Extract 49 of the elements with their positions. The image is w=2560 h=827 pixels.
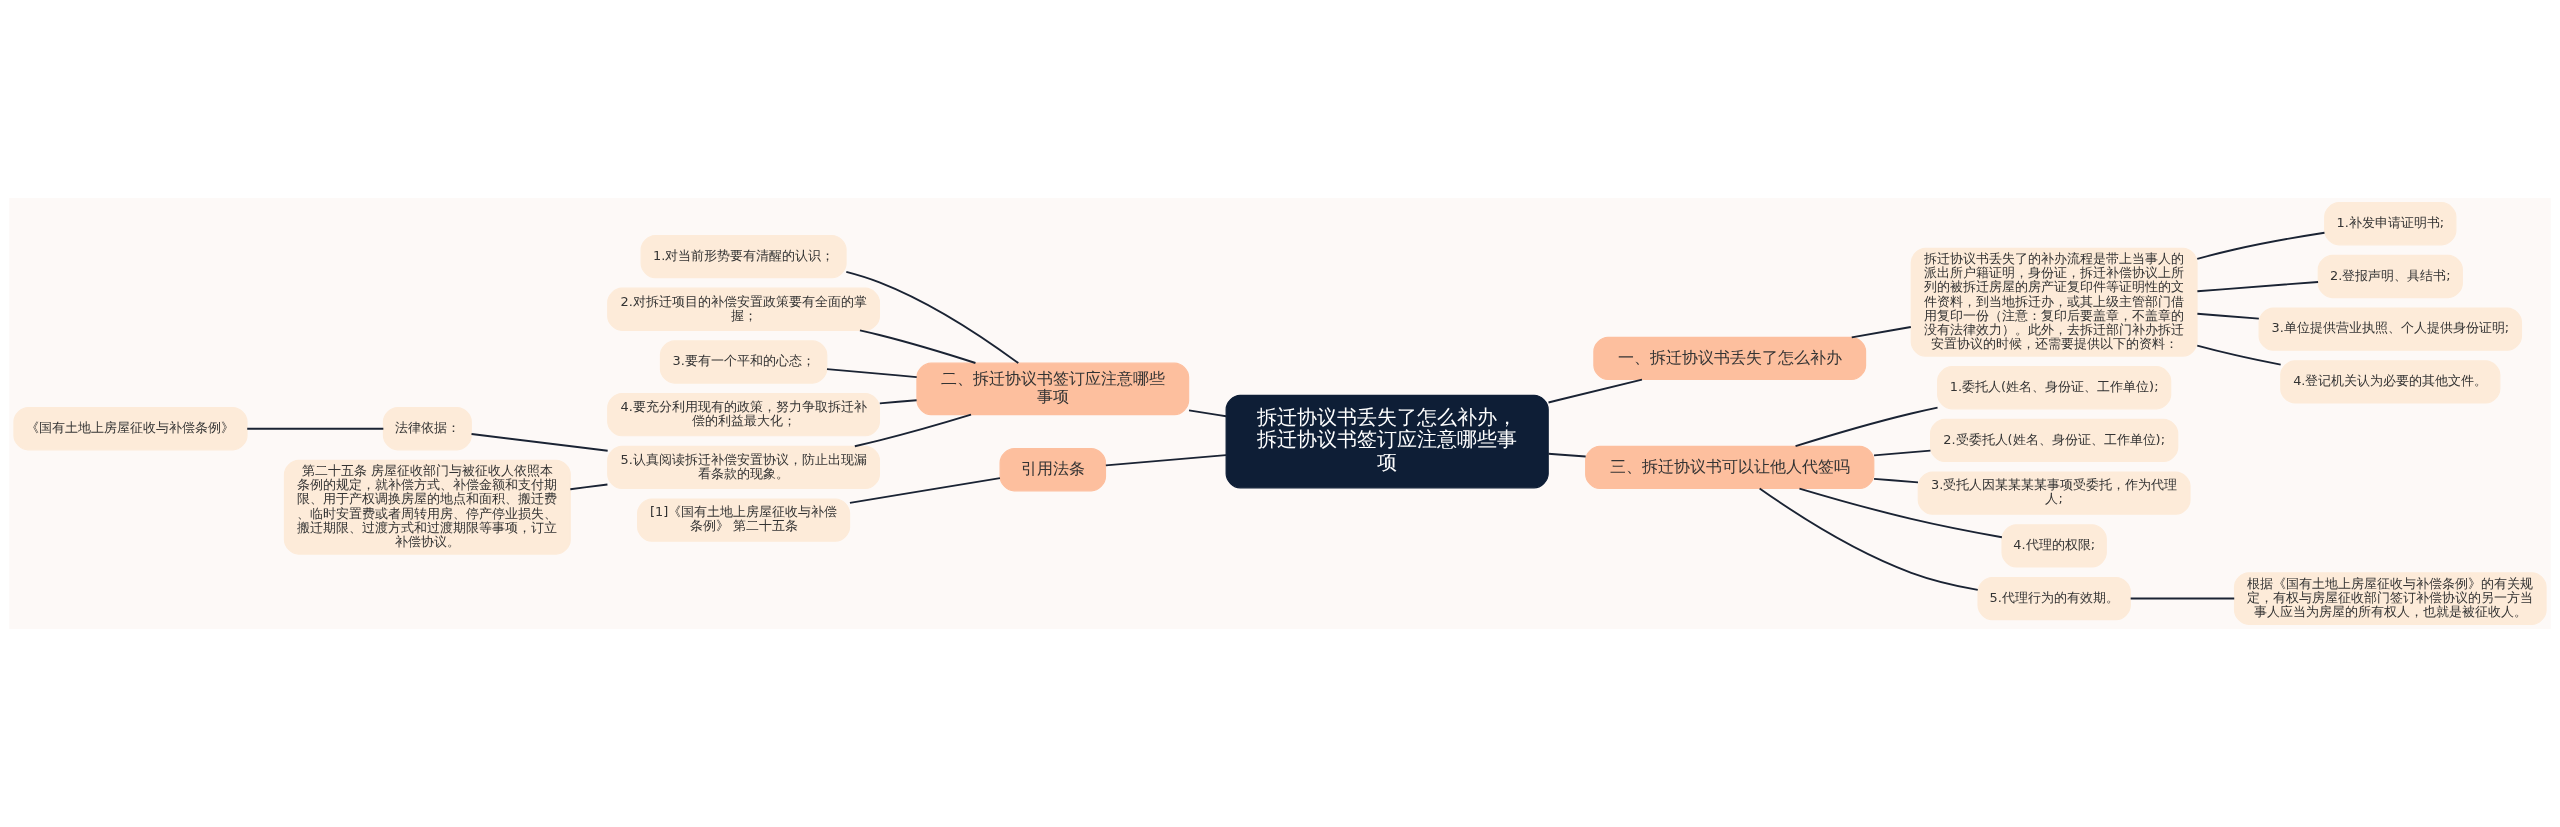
node-box: 《国有土地上房屋征收与补偿条例》 xyxy=(13,407,248,451)
node-box: [1]《国有土地上房屋征收与补偿条例》 第二十五条 xyxy=(637,498,851,542)
connector xyxy=(2196,281,2320,293)
connector xyxy=(1794,406,1939,448)
node-box: 法律依据： xyxy=(382,407,472,451)
connector xyxy=(470,433,609,452)
connector xyxy=(1798,487,2003,539)
connector xyxy=(2196,312,2260,320)
connector xyxy=(859,329,977,364)
node-box: 三、拆迁协议书可以让他人代签吗 xyxy=(1585,445,1875,490)
connector xyxy=(826,368,918,378)
node-box: 1.补发申请证明书; xyxy=(2324,202,2457,246)
node-box: 5.认真阅读拆迁补偿安置协议，防止出现漏看条款的现象。 xyxy=(607,445,881,490)
connector xyxy=(1188,409,1227,418)
node-box: 1.对当前形势要有清醒的认识； xyxy=(640,234,847,279)
node-box: 3.受托人因某某某某事项受委托，作为代理人; xyxy=(1917,471,2191,515)
node-box: 5.代理行为的有效期。 xyxy=(1977,576,2131,621)
node-box: 一、拆迁协议书丢失了怎么补办 xyxy=(1593,336,1867,381)
connector xyxy=(2196,344,2282,366)
connector xyxy=(853,413,972,448)
node-box: 二、拆迁协议书签订应注意哪些事项 xyxy=(916,362,1190,416)
node-box: 2.对拆迁项目的补偿安置政策要有全面的掌握； xyxy=(607,287,881,331)
connector xyxy=(246,427,385,430)
connector xyxy=(1547,452,1587,458)
connector xyxy=(1758,487,1979,591)
node-box: 拆迁协议书丢失了怎么补办，拆迁协议书签订应注意哪些事项 xyxy=(1225,394,1549,489)
node-box: 拆迁协议书丢失了的补办流程是带上当事人的派出所户籍证明，身份证，拆迁补偿协议上所列的被拆迁房屋的房产证复印件等证明性的文件资料，到当地拆迁办，或其上级主管部门借用复印一份（注意：复印后要盖章，不盖章的没有法律效力）。此外，去拆迁部门补办拆迁安置协议的时候，还需要提供以下的资料： xyxy=(1910,247,2198,357)
connector xyxy=(2129,597,2236,600)
connector xyxy=(2196,231,2326,260)
node-box: 3.单位提供营业执照、个人提供身份证明; xyxy=(2258,307,2523,351)
node-box: 1.委托人(姓名、身份证、工作单位); xyxy=(1937,366,2172,410)
connector xyxy=(1547,378,1643,404)
node-box: 2.受委托人(姓名、身份证、工作单位); xyxy=(1930,418,2179,463)
connector xyxy=(849,477,1001,504)
node-box: 根据《国有土地上房屋征收与补偿条例》的有关规定，有权与房屋征收部门签订补偿协议的另一方当事人应当为房屋的所有权人，也就是被征收人。 xyxy=(2233,572,2547,625)
node-box: 2.登报声明、具结书; xyxy=(2317,254,2463,299)
connector xyxy=(569,483,609,491)
node-box: 4.登记机关认为必要的其他文件。 xyxy=(2280,360,2501,404)
node-box: 4.要充分利用现有的政策，努力争取拆迁补偿的利益最大化； xyxy=(607,393,881,437)
connector xyxy=(878,399,918,405)
connector xyxy=(1850,326,1912,339)
node-box: 第二十五条 房屋征收部门与被征收人依照本条例的规定，就补偿方式、补偿金额和支付期限、用于产权调换房屋的地点和面积、搬迁费、临时安置费或者周转用房、停产停业损失、搬迁期限、过渡方式和过渡期限等事项，订立补偿协议。 xyxy=(283,459,571,555)
connector xyxy=(1104,454,1227,467)
connector xyxy=(1873,477,1919,484)
connector xyxy=(845,270,1020,365)
node-box: 引用法条 xyxy=(999,448,1107,492)
node-box: 4.代理的权限; xyxy=(2001,524,2107,568)
node-box: 3.要有一个平和的心态； xyxy=(659,340,828,384)
connector xyxy=(1873,449,1932,457)
